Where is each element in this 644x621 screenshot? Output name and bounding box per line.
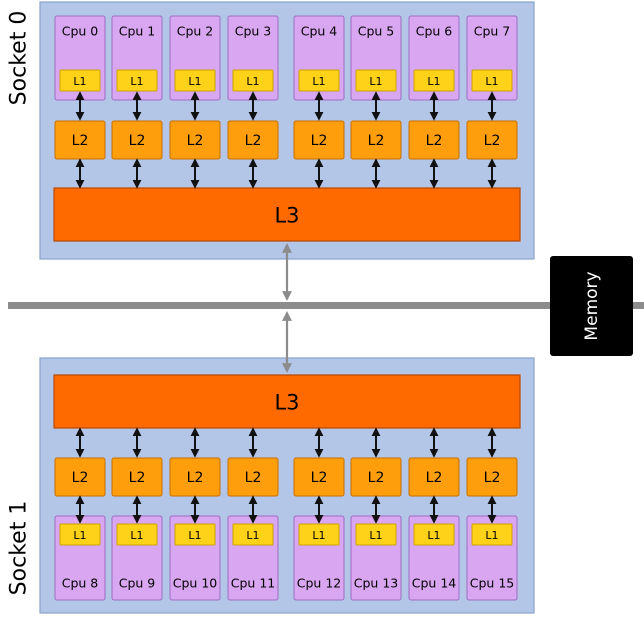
l1-label: L1: [188, 75, 201, 88]
l1-cache: [59, 69, 101, 92]
l1-cache: [471, 523, 513, 546]
l1-cache: [232, 523, 274, 546]
core-column: Cpu 13 L1 L2: [350, 457, 402, 601]
l1-label: L1: [188, 529, 201, 542]
l1-cache: [232, 69, 274, 92]
l1-cache: [116, 69, 158, 92]
l3-cache-0: [53, 187, 521, 242]
l2-label: L2: [426, 133, 443, 149]
cpu-label: Cpu 15: [470, 576, 514, 591]
memory-box-rect: [550, 256, 633, 356]
cpu-label: Cpu 9: [119, 576, 156, 591]
core-column: Cpu 12 L1 L2: [293, 457, 345, 601]
memory-bus: [8, 302, 644, 309]
l2-label: L2: [311, 133, 328, 149]
memory-box: Memory: [550, 256, 633, 356]
l1-label: L1: [369, 529, 382, 542]
socket-1-label: Socket 1: [7, 501, 32, 596]
l1-label: L1: [485, 75, 498, 88]
l1-label: L1: [369, 75, 382, 88]
l1-label: L1: [130, 75, 143, 88]
l2-label: L2: [484, 133, 501, 149]
cpu-label: Cpu 14: [412, 576, 457, 591]
cpu-label: Cpu 3: [235, 24, 272, 39]
cpu-label: Cpu 12: [297, 576, 341, 591]
l1-cache: [355, 69, 397, 92]
l1-label: L1: [246, 529, 259, 542]
l1-label: L1: [73, 75, 86, 88]
socket-0-label: Socket 0: [7, 11, 32, 106]
cpu-label: Cpu 10: [173, 576, 218, 591]
cpu-label: Cpu 5: [358, 24, 395, 39]
l2-label: L2: [368, 133, 385, 149]
l2-label: L2: [311, 470, 328, 486]
l1-cache: [116, 523, 158, 546]
cpu-label: Cpu 11: [231, 576, 275, 591]
l1-label: L1: [130, 529, 143, 542]
l1-label: L1: [73, 529, 86, 542]
cpu-label: Cpu 13: [354, 576, 398, 591]
core-column: Cpu 9 L1 L2: [111, 457, 163, 601]
l2-label: L2: [245, 470, 262, 486]
l2-label: L2: [72, 470, 89, 486]
memory-label: Memory: [582, 271, 602, 340]
core-column: Cpu 15 L1 L2: [466, 457, 518, 601]
core-column: Cpu 10 L1 L2: [169, 457, 221, 601]
l1-label: L1: [427, 75, 440, 88]
cpu-label: Cpu 7: [474, 24, 511, 39]
l1-label: L1: [427, 529, 440, 542]
l1-label: L1: [246, 75, 259, 88]
l1-cache: [174, 523, 216, 546]
cpu-label: Cpu 0: [62, 24, 99, 39]
l1-cache: [174, 69, 216, 92]
l1-cache: [413, 69, 455, 92]
l2-label: L2: [187, 470, 204, 486]
l2-label: L2: [484, 470, 501, 486]
l2-label: L2: [245, 133, 262, 149]
core-column: Cpu 11 L1 L2: [227, 457, 279, 601]
l3-label-0: L3: [274, 204, 299, 228]
cpu-label: Cpu 6: [416, 24, 453, 39]
l1-cache: [298, 69, 340, 92]
l1-cache: [59, 523, 101, 546]
l2-label: L2: [368, 470, 385, 486]
l3-label-1: L3: [274, 391, 299, 415]
l1-cache: [413, 523, 455, 546]
l1-cache: [298, 523, 340, 546]
l2-label: L2: [426, 470, 443, 486]
l1-label: L1: [312, 75, 325, 88]
cpu-label: Cpu 2: [177, 24, 214, 39]
core-column: Cpu 8 L1 L2: [54, 457, 106, 601]
l2-label: L2: [187, 133, 204, 149]
l1-cache: [471, 69, 513, 92]
l2-label: L2: [72, 133, 89, 149]
l1-label: L1: [312, 529, 325, 542]
cpu-label: Cpu 4: [301, 24, 338, 39]
l1-label: L1: [485, 529, 498, 542]
l1-cache: [355, 523, 397, 546]
cpu-label: Cpu 1: [119, 24, 156, 39]
l3-cache-1: [53, 374, 521, 429]
l2-label: L2: [129, 470, 146, 486]
cpu-label: Cpu 8: [62, 576, 99, 591]
l2-label: L2: [129, 133, 146, 149]
core-column: Cpu 14 L1 L2: [408, 457, 460, 601]
